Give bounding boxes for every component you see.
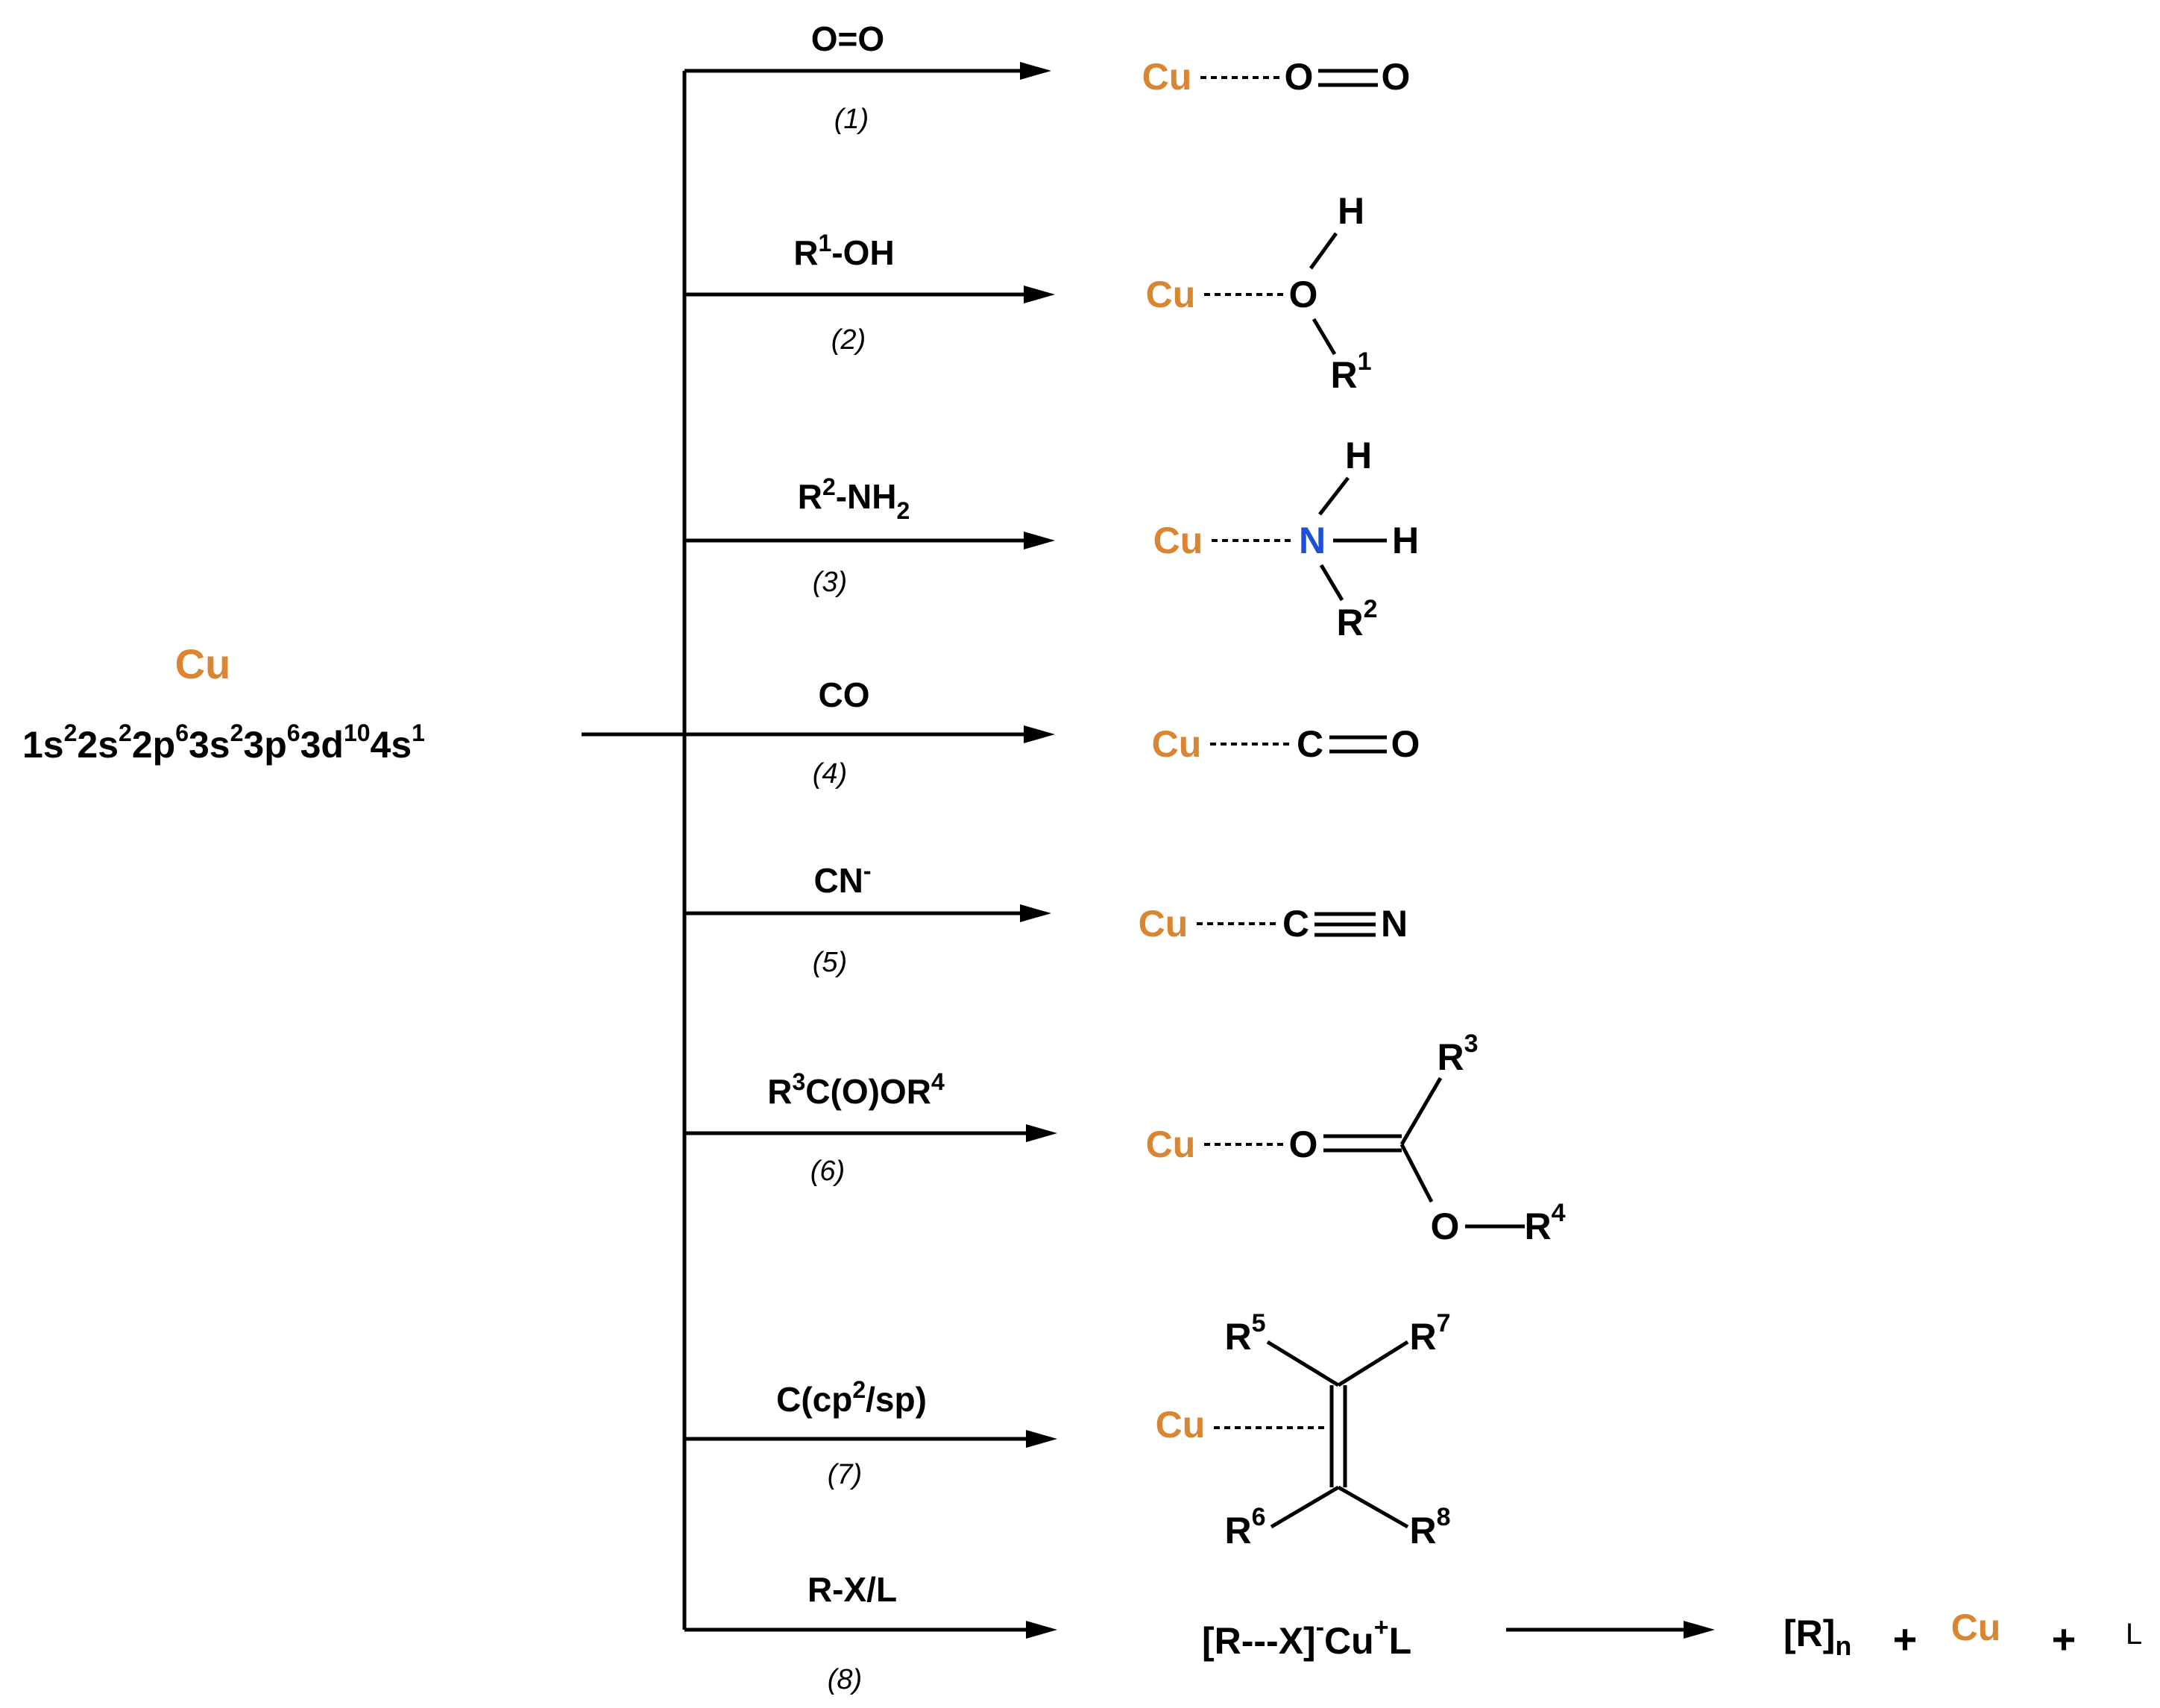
arrowhead: [1024, 286, 1055, 303]
copper-atom: Cu: [1153, 520, 1203, 561]
arrowhead: [1024, 725, 1055, 743]
oxygen-atom: O: [1391, 723, 1420, 765]
product-3: Cu N H H R2: [1153, 435, 1419, 643]
copper-atom: Cu: [1146, 274, 1196, 315]
single-bond: [1318, 476, 1350, 516]
arrowhead: [1026, 1621, 1057, 1639]
r5-group: R5: [1224, 1309, 1265, 1358]
reagent-8: R-X/L: [807, 1570, 897, 1609]
reaction-number-3: (3): [813, 567, 847, 598]
reagent-4: CO: [819, 675, 870, 714]
oxygen-atom: O: [1289, 274, 1318, 315]
r3-group: R3: [1437, 1030, 1478, 1078]
copper-atom: Cu: [1142, 56, 1192, 98]
single-bond: [1270, 1485, 1340, 1529]
polymer-product: [R]n: [1783, 1613, 1851, 1661]
r4-group: R4: [1524, 1199, 1565, 1247]
reagent-1: O=O: [811, 19, 884, 58]
copper-atom: Cu: [1146, 1124, 1196, 1165]
single-bond: [1337, 1340, 1409, 1387]
reaction-number-4: (4): [813, 758, 847, 790]
product-5: Cu C N: [1139, 903, 1408, 945]
start-element: Cu: [175, 640, 231, 687]
carbonyl-oxygen: O: [1289, 1124, 1318, 1165]
reaction-number-1: (1): [834, 104, 869, 135]
copper-atom: Cu: [1139, 903, 1188, 945]
hydrogen-atom: H: [1345, 435, 1372, 476]
ligand: L: [2126, 1618, 2142, 1651]
nitrogen-atom: N: [1299, 520, 1326, 561]
arrowhead: [1026, 1124, 1057, 1142]
ester-oxygen: O: [1431, 1206, 1460, 1247]
carbon-atom: C: [1297, 723, 1323, 765]
reaction-number-6: (6): [810, 1156, 845, 1187]
arrowhead: [1020, 904, 1051, 922]
reagent-5: CN-: [813, 857, 871, 900]
reaction-arrows: [684, 62, 1715, 1639]
r1-group: R1: [1330, 347, 1371, 396]
plus-sign: +: [2052, 1616, 2076, 1663]
r7-group: R7: [1409, 1309, 1450, 1358]
single-bond: [1319, 564, 1344, 602]
reagent-3: R2-NH2: [798, 473, 910, 524]
copper-atom: Cu: [1951, 1607, 2001, 1648]
r6-group: R6: [1224, 1503, 1265, 1551]
arrowhead: [1020, 62, 1051, 80]
reaction-number-2: (2): [831, 324, 866, 356]
single-bond: [1399, 1143, 1434, 1203]
single-bond: [1312, 318, 1337, 356]
product-2: Cu O H R1: [1146, 190, 1372, 396]
arrowhead: [1026, 1430, 1057, 1448]
product-8: [R---X]-Cu+L [R]n + Cu + L: [1202, 1607, 2142, 1663]
hydrogen-atom: H: [1392, 520, 1419, 561]
electron-configuration: 1s22s22p63s23p63d104s1: [22, 719, 425, 766]
single-bond: [1337, 1485, 1409, 1529]
carbon-atom: C: [1282, 903, 1309, 945]
nitrogen-atom: N: [1381, 903, 1408, 945]
reaction-number-5: (5): [813, 947, 847, 978]
copper-atom: Cu: [1156, 1404, 1206, 1446]
reagent-6: R3C(O)OR4: [767, 1068, 945, 1111]
plus-sign: +: [1893, 1616, 1918, 1663]
reaction-number-8: (8): [828, 1664, 862, 1695]
product-7: R5 R7 R6 R8 Cu: [1156, 1309, 1451, 1551]
arrowhead: [1024, 532, 1055, 549]
reagent-2: R1-OH: [793, 230, 894, 272]
product-1: Cu O O: [1142, 56, 1411, 98]
r8-group: R8: [1409, 1503, 1450, 1551]
single-bond: [1266, 1340, 1340, 1387]
halide-complex: [R---X]-Cu+L: [1202, 1613, 1411, 1662]
product-4: Cu C O: [1152, 723, 1420, 765]
arrowhead: [1684, 1621, 1715, 1639]
single-bond: [1399, 1077, 1443, 1146]
oxygen-atom: O: [1285, 56, 1314, 98]
product-6: Cu O R3 O R4: [1146, 1030, 1566, 1247]
single-bond: [1309, 232, 1338, 270]
reaction-number-7: (7): [828, 1459, 862, 1490]
r2-group: R2: [1336, 595, 1377, 643]
copper-atom: Cu: [1152, 723, 1202, 765]
hydrogen-atom: H: [1338, 190, 1364, 232]
reagent-7: C(cp2/sp): [776, 1376, 927, 1419]
oxygen-atom: O: [1382, 56, 1411, 98]
